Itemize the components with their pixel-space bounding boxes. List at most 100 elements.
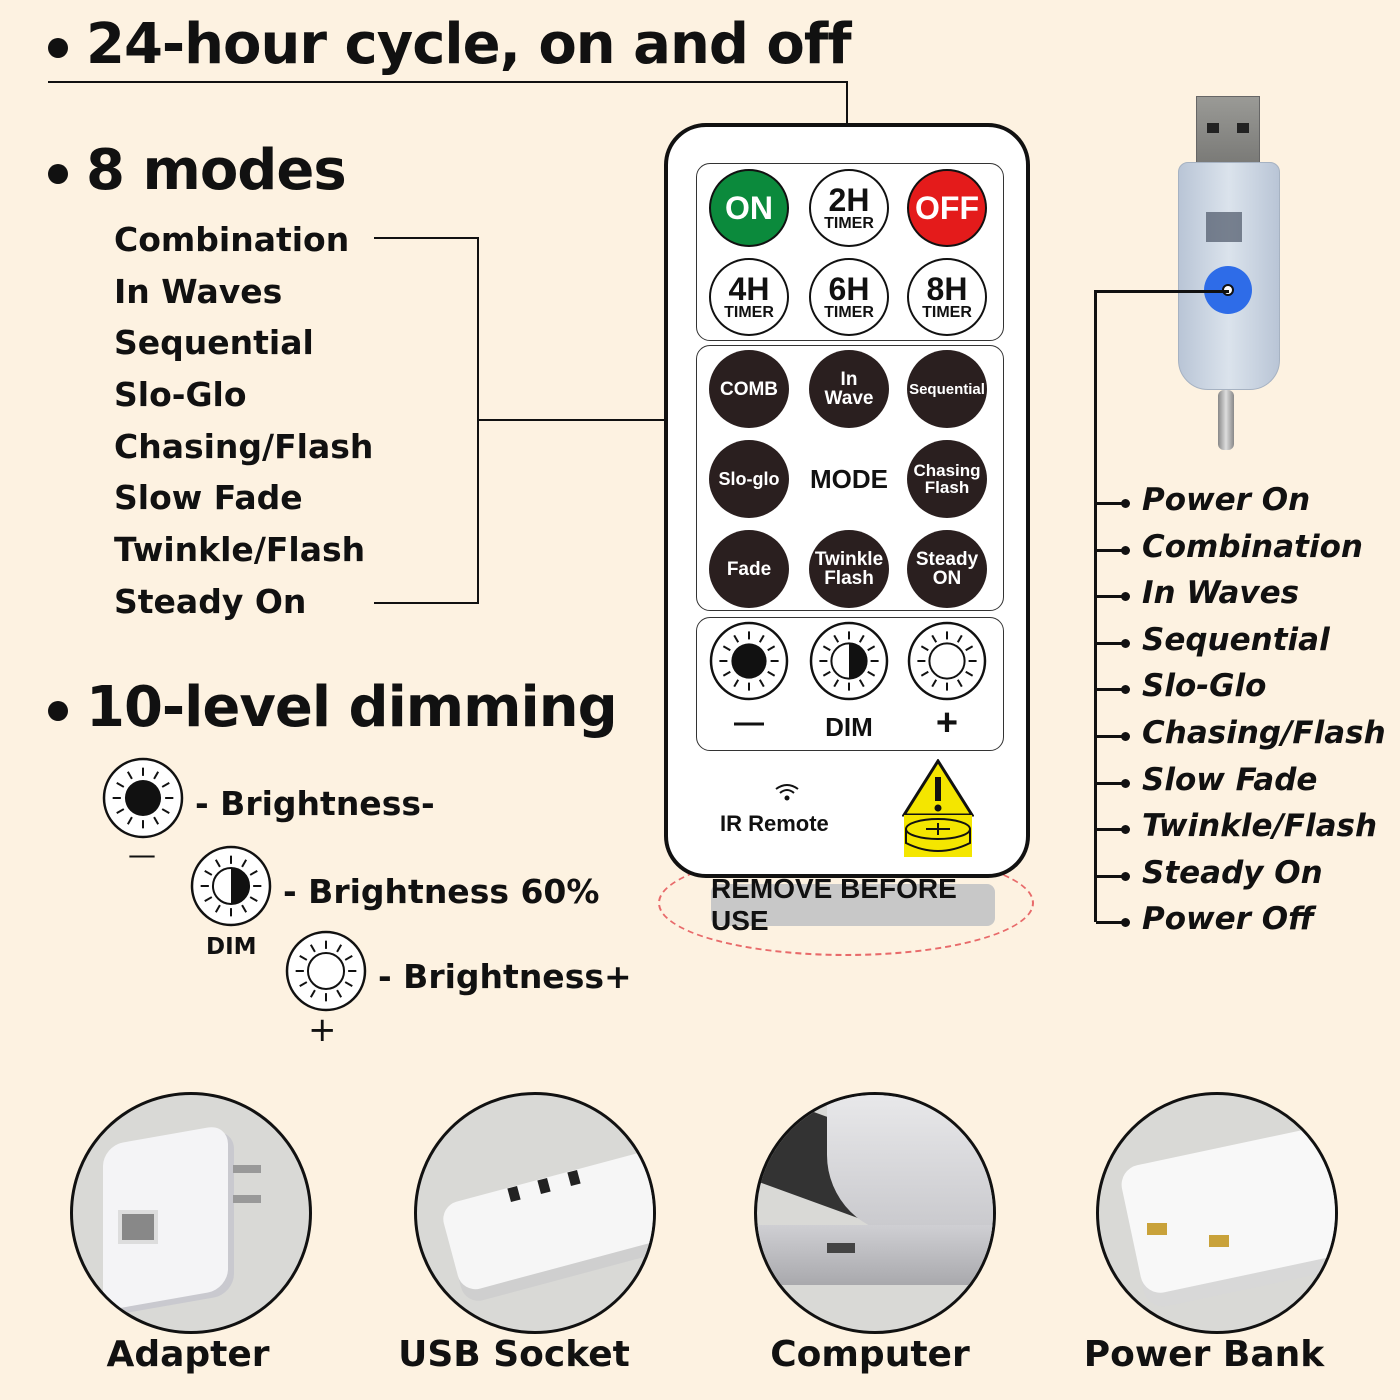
mode-item: Chasing/Flash <box>114 427 374 466</box>
mode-item: Twinkle/Flash <box>114 530 366 569</box>
controller-mode-item: Sequential <box>1142 621 1330 658</box>
heading-modes: 8 modes <box>48 138 347 203</box>
slo-glo-button[interactable]: Slo-glo <box>709 440 789 518</box>
list-bullet-icon <box>1096 685 1130 695</box>
mode-item: Combination <box>114 220 350 259</box>
list-bullet-icon <box>1096 638 1130 648</box>
on-button[interactable]: ON <box>709 169 789 247</box>
list-bullet-icon <box>1096 499 1130 508</box>
adapter-image <box>70 1092 312 1334</box>
usb-socket-image <box>414 1092 656 1334</box>
label: TIMER <box>824 304 874 321</box>
on-label: ON <box>725 190 773 226</box>
label: 4H <box>728 271 770 307</box>
list-bullet-icon <box>1096 871 1130 881</box>
label: Chasing <box>913 461 981 480</box>
dim-label: DIM <box>825 712 873 742</box>
heading-dimming: 10-level dimming <box>48 675 618 740</box>
label: ON <box>932 568 962 589</box>
list-bullet-icon <box>1096 778 1130 788</box>
fade-button[interactable]: Fade <box>709 530 789 608</box>
usb-plug <box>1196 96 1260 164</box>
mode-item: Steady On <box>114 582 307 621</box>
remove-before-use-tab[interactable]: REMOVE BEFORE USE <box>711 873 995 936</box>
label: In <box>840 369 858 390</box>
connector-line <box>48 81 848 83</box>
label: COMB <box>719 378 779 400</box>
comb-button[interactable]: COMB <box>709 350 789 428</box>
heading-modes-text: 8 modes <box>86 138 347 203</box>
off-label: OFF <box>915 190 979 226</box>
label: Sequential <box>909 380 985 398</box>
list-bullet-icon <box>1096 592 1130 602</box>
power-bank-image <box>1096 1092 1338 1334</box>
label: Wave <box>824 388 874 409</box>
dim-mid-button[interactable] <box>809 621 889 701</box>
heading-cycle-text: 24-hour cycle, on and off <box>86 12 852 77</box>
label: Steady <box>915 549 979 570</box>
mode-item: In Waves <box>114 272 283 311</box>
dim-panel: — DIM + <box>696 617 1004 751</box>
list-bullet-icon <box>1096 732 1130 741</box>
label: Fade <box>726 558 772 580</box>
mode-label: MODE <box>810 464 888 494</box>
plus-sign: + <box>308 1010 337 1050</box>
bullet-icon <box>48 37 68 58</box>
list-bullet-icon <box>1096 825 1130 835</box>
mode-item: Slow Fade <box>114 478 303 517</box>
off-button[interactable]: OFF <box>907 169 987 247</box>
dim-up-button[interactable] <box>907 621 987 701</box>
minus-sign: — <box>128 838 156 871</box>
label: TIMER <box>724 304 774 321</box>
computer-label: Computer <box>770 1334 970 1375</box>
computer-image <box>754 1092 996 1334</box>
brightness-half-icon <box>190 845 272 927</box>
dim-minus-label: — <box>734 706 764 739</box>
controller-mode-item: Chasing/Flash <box>1142 715 1386 751</box>
dim-down-button[interactable] <box>709 621 789 701</box>
heading-dimming-text: 10-level dimming <box>86 675 618 740</box>
remove-tab-label: REMOVE BEFORE USE <box>711 873 957 936</box>
dim-label: DIM <box>206 934 257 960</box>
bullet-icon <box>48 163 68 184</box>
bracket-line <box>374 602 479 604</box>
connector-line <box>846 81 848 163</box>
label: TIMER <box>824 215 874 232</box>
battery-warning-icon <box>902 759 974 857</box>
cable <box>1218 390 1234 450</box>
bullet-icon <box>48 700 68 721</box>
list-bullet-icon <box>1096 918 1130 928</box>
controller-mode-item: In Waves <box>1142 575 1300 612</box>
brightness-minus-label: - Brightness- <box>195 784 435 823</box>
sequential-button[interactable]: Sequential <box>907 350 987 428</box>
wireless-signal-icon <box>775 784 799 801</box>
adapter-label: Adapter <box>106 1334 270 1375</box>
mode-item: Slo-Glo <box>114 375 247 414</box>
ir-remote-label: IR Remote <box>720 811 829 836</box>
label: Flash <box>924 478 970 497</box>
label: 6H <box>828 271 870 307</box>
controller-mode-item: Slo-Glo <box>1142 668 1267 705</box>
controller-mode-item: Combination <box>1142 528 1363 565</box>
brightness-up-icon <box>285 930 367 1012</box>
usb-socket-label: USB Socket <box>398 1334 630 1375</box>
label: 2H <box>828 182 870 218</box>
heading-cycle: 24-hour cycle, on and off <box>48 12 852 77</box>
brightness-down-icon <box>102 757 184 839</box>
label: TIMER <box>922 304 972 321</box>
controller-mode-item: Twinkle/Flash <box>1142 808 1378 845</box>
label: 8H <box>926 271 968 307</box>
label: Flash <box>824 568 874 589</box>
controller-mode-item: Steady On <box>1142 854 1323 891</box>
usb-controller-image <box>1178 96 1280 456</box>
